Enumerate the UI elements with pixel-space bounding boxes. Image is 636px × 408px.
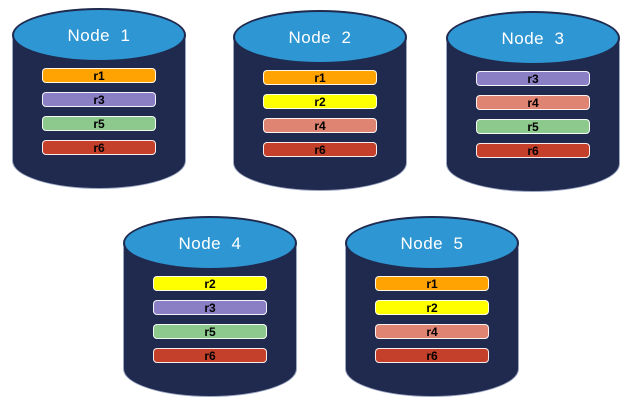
node-4-replica-list: r2 r3 r5 r6 — [153, 276, 267, 363]
replica-bar: r4 — [263, 118, 377, 133]
node-3-cylinder-top: Node 3 — [446, 11, 620, 65]
replica-bar: r1 — [42, 68, 156, 83]
replica-bar: r6 — [42, 140, 156, 155]
replica-bar: r6 — [375, 348, 489, 363]
node-2-cylinder-top: Node 2 — [233, 10, 407, 64]
node-3-cylinder: Node 3 r3 r4 r5 r6 — [446, 11, 620, 192]
replica-bar: r5 — [476, 119, 590, 134]
replica-bar: r2 — [263, 94, 377, 109]
node-5-cylinder-top: Node 5 — [345, 216, 519, 270]
replica-bar: r6 — [153, 348, 267, 363]
replica-bar: r3 — [153, 300, 267, 315]
replica-bar: r5 — [42, 116, 156, 131]
node-1-cylinder-top: Node 1 — [12, 8, 186, 62]
node-5-title: Node 5 — [400, 234, 464, 253]
replica-bar: r1 — [263, 70, 377, 85]
replica-bar: r4 — [476, 95, 590, 110]
replica-bar: r3 — [42, 92, 156, 107]
replica-bar: r4 — [375, 324, 489, 339]
node-5-replica-list: r1 r2 r4 r6 — [375, 276, 489, 363]
replica-bar: r3 — [476, 71, 590, 86]
node-3-title: Node 3 — [501, 29, 565, 48]
replica-bar: r1 — [375, 276, 489, 291]
node-1-replica-list: r1 r3 r5 r6 — [42, 68, 156, 155]
node-2-title: Node 2 — [288, 28, 352, 47]
node-4-cylinder: Node 4 r2 r3 r5 r6 — [123, 216, 297, 397]
node-4-title: Node 4 — [178, 234, 242, 253]
node-5-cylinder: Node 5 r1 r2 r4 r6 — [345, 216, 519, 397]
node-2-replica-list: r1 r2 r4 r6 — [263, 70, 377, 157]
node-1-cylinder: Node 1 r1 r3 r5 r6 — [12, 8, 186, 189]
node-1-title: Node 1 — [67, 26, 131, 45]
replica-bar: r6 — [476, 143, 590, 158]
replica-bar: r2 — [153, 276, 267, 291]
node-4-cylinder-top: Node 4 — [123, 216, 297, 270]
node-2-cylinder: Node 2 r1 r2 r4 r6 — [233, 10, 407, 191]
replica-bar: r2 — [375, 300, 489, 315]
replica-bar: r6 — [263, 142, 377, 157]
replica-bar: r5 — [153, 324, 267, 339]
node-3-replica-list: r3 r4 r5 r6 — [476, 71, 590, 158]
